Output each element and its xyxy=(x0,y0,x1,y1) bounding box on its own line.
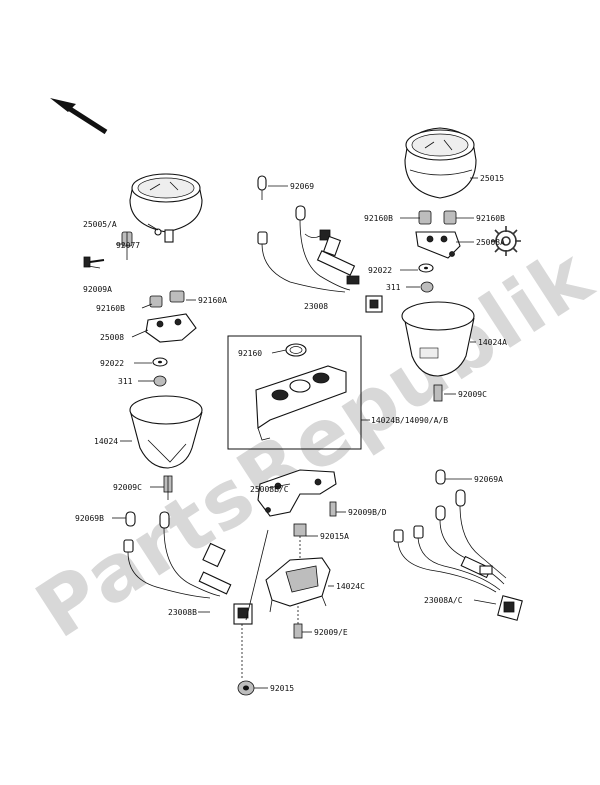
clip-92160b-mid xyxy=(149,290,185,308)
harness-23008ac xyxy=(393,489,523,621)
label-92015: 92015 xyxy=(270,684,294,693)
label-311-left: 311 xyxy=(118,377,133,386)
label-23008b: 23008B xyxy=(168,608,197,617)
nut-311-right xyxy=(420,281,434,293)
label-92160b-left: 92160B xyxy=(364,214,393,223)
washer-92022-right xyxy=(418,263,434,273)
label-92069a: 92069A xyxy=(474,475,503,484)
meter-25015 xyxy=(404,127,477,199)
label-23008: 23008 xyxy=(304,302,328,311)
label-14024b: 14024B/14090/A/B xyxy=(371,416,448,425)
clip-92160b-right xyxy=(418,210,457,225)
label-25008a: 25008A xyxy=(476,238,505,247)
screw-92009c-left xyxy=(163,475,173,500)
screw-92009e xyxy=(293,623,303,639)
bracket-25008 xyxy=(145,313,197,343)
cover-14024a xyxy=(401,301,475,377)
cover-14024c xyxy=(265,557,331,613)
label-92022-left: 92022 xyxy=(100,359,124,368)
direction-arrow-icon xyxy=(50,98,108,135)
screw-92009a xyxy=(83,256,105,268)
bracket-25008a xyxy=(415,231,461,259)
label-23008ac: 23008A/C xyxy=(424,596,463,605)
cover-14024 xyxy=(129,395,203,469)
label-25008bc: 25008B/C xyxy=(250,485,289,494)
label-92009c-right: 92009C xyxy=(458,390,487,399)
leader-lines xyxy=(87,177,497,689)
label-311-right: 311 xyxy=(386,283,401,292)
label-92160b-mid: 92160B xyxy=(96,304,125,313)
meter-25005 xyxy=(129,173,203,243)
harness-23008 xyxy=(257,205,383,313)
label-92009bd: 92009B/D xyxy=(348,508,387,517)
label-92160b-right: 92160B xyxy=(476,214,505,223)
label-14024c: 14024C xyxy=(336,582,365,591)
label-14024a: 14024A xyxy=(478,338,507,347)
label-92069: 92069 xyxy=(290,182,314,191)
label-92009a: 92009A xyxy=(83,285,112,294)
label-92009e: 92009/E xyxy=(314,628,348,637)
grommet-92015a xyxy=(293,523,307,537)
washer-92022-left xyxy=(152,357,168,367)
label-92022-right: 92022 xyxy=(368,266,392,275)
label-25015: 25015 xyxy=(480,174,504,183)
screw-92009c-right xyxy=(433,384,443,402)
harness-23008b xyxy=(123,511,253,625)
nut-92015 xyxy=(237,680,255,696)
label-14024: 14024 xyxy=(94,437,118,446)
gear-icon xyxy=(491,226,521,256)
screw-92009bd xyxy=(329,501,337,517)
label-92077: 92077 xyxy=(116,241,140,250)
label-92160: 92160 xyxy=(238,349,262,358)
bulb-92069b xyxy=(125,511,136,527)
label-92015a: 92015A xyxy=(320,532,349,541)
bulb-92069 xyxy=(257,175,267,200)
label-25008: 25008 xyxy=(100,333,124,342)
part-labels: 25005/A 92077 92009A 92069 23008 25015 9… xyxy=(75,174,507,693)
label-25005a: 25005/A xyxy=(83,220,117,229)
nut-311-left xyxy=(153,375,167,387)
label-92069b: 92069B xyxy=(75,514,104,523)
bulb-92069a xyxy=(435,469,446,485)
label-92009c-left: 92009C xyxy=(113,483,142,492)
label-92160a: 92160A xyxy=(198,296,227,305)
screw-92077 xyxy=(121,231,133,260)
panel-box-14024b xyxy=(227,335,362,450)
